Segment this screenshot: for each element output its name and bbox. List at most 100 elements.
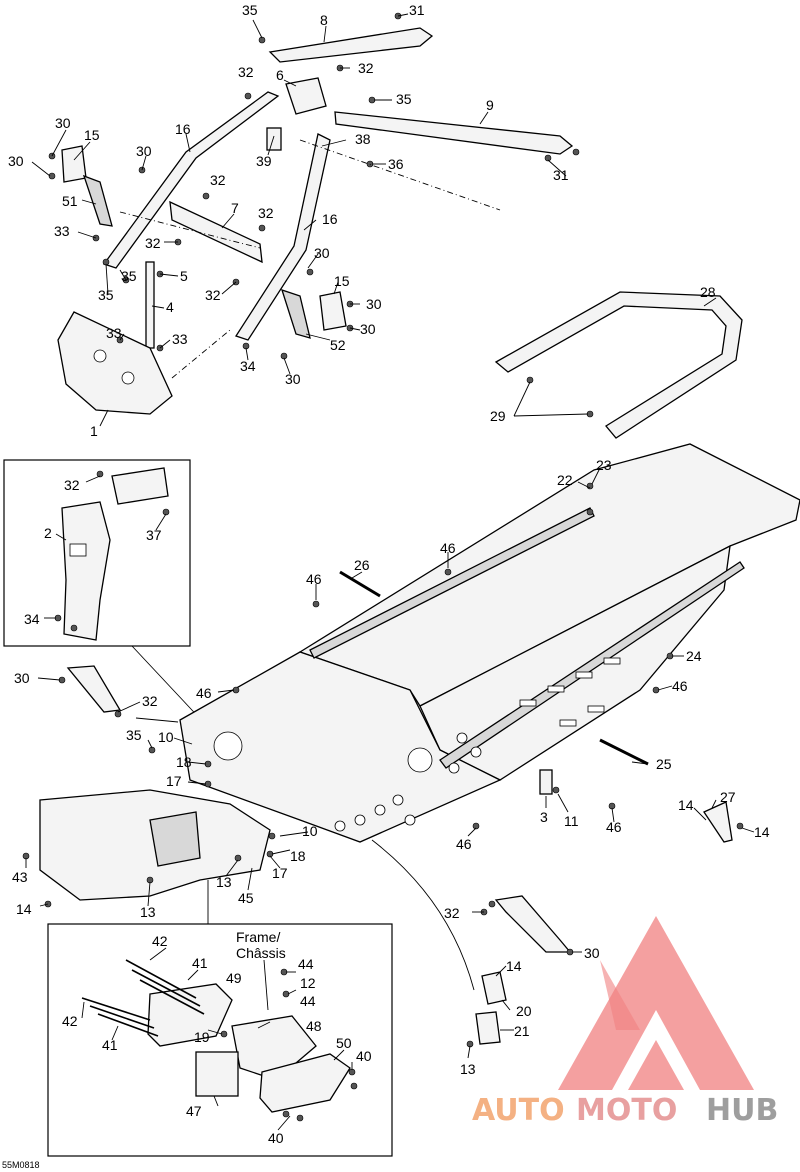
callout-41: 41	[102, 1037, 118, 1053]
callout-36: 36	[388, 156, 404, 172]
callout-24: 24	[686, 648, 702, 664]
part-28-bumper	[494, 291, 743, 439]
watermark-auto: AUTO	[472, 1093, 565, 1128]
part-32-plate	[111, 467, 169, 505]
callout-23: 23	[596, 457, 612, 473]
callout-47: 47	[186, 1103, 202, 1119]
callout-46: 46	[306, 571, 322, 587]
callout-46: 46	[606, 819, 622, 835]
callout-50: 50	[336, 1035, 352, 1051]
callout-32: 32	[210, 172, 226, 188]
callout-14: 14	[16, 901, 32, 917]
callout-39: 39	[256, 153, 272, 169]
part-16-right-tube	[234, 133, 331, 341]
callout-32: 32	[64, 477, 80, 493]
callout-27: 27	[720, 789, 736, 805]
part-47-plate	[195, 1051, 239, 1097]
callout-34: 34	[24, 611, 40, 627]
callout-3: 3	[540, 809, 548, 825]
callout-11: 11	[564, 813, 579, 829]
watermark-logo: AUTO MOTO HUB	[472, 916, 778, 1128]
part-25-strip	[599, 738, 649, 766]
callout-41: 41	[192, 955, 208, 971]
watermark-inner-mark	[600, 960, 640, 1030]
callout-46: 46	[196, 685, 212, 701]
callout-32: 32	[205, 287, 221, 303]
right-rail	[439, 561, 745, 769]
callout-30: 30	[314, 245, 330, 261]
part-15-right-plate	[319, 291, 347, 331]
callout-46: 46	[456, 836, 472, 852]
callout-46: 46	[440, 540, 456, 556]
callout-2: 2	[44, 525, 52, 541]
callout-35: 35	[126, 727, 142, 743]
left-rail	[309, 507, 595, 659]
callout-15: 15	[334, 273, 350, 289]
callout-14: 14	[678, 797, 694, 813]
leader-lines-top	[31, 13, 717, 427]
frame-label-line2: Châssis	[236, 945, 286, 961]
callout-45: 45	[238, 890, 254, 906]
part-3-bracket	[539, 769, 553, 795]
callout-6: 6	[276, 67, 284, 83]
callout-30: 30	[136, 143, 152, 159]
part-15-left-plate	[61, 145, 87, 183]
part-52-bracket	[280, 288, 311, 339]
part-27-bracket	[703, 801, 733, 843]
inset-box-front-mounts	[47, 923, 393, 1157]
part-26-strip	[339, 570, 381, 598]
callout-33: 33	[54, 223, 70, 239]
callout-49: 49	[226, 970, 242, 986]
callout-16: 16	[322, 211, 338, 227]
leader-lines-frame	[25, 467, 755, 1059]
callout-16: 16	[175, 121, 191, 137]
inset-box-side-panel	[3, 459, 221, 741]
callout-30: 30	[360, 321, 376, 337]
callout-42: 42	[152, 933, 168, 949]
callout-labels: 35 8 31 32 6 32 35 9 30 15 16 38 30 30 3…	[8, 2, 770, 1146]
callout-22: 22	[557, 472, 573, 488]
callout-18: 18	[290, 848, 306, 864]
callout-30: 30	[8, 153, 24, 169]
callout-10: 10	[302, 823, 318, 839]
part-45-block	[149, 811, 201, 867]
footrest-slots	[519, 657, 621, 727]
callout-21: 21	[514, 1023, 530, 1039]
callout-35: 35	[396, 91, 412, 107]
left-upper-bracket	[66, 665, 122, 713]
part-8-bar	[268, 27, 434, 63]
watermark-hub: HUB	[706, 1093, 778, 1128]
callout-30: 30	[285, 371, 301, 387]
callout-42: 42	[62, 1013, 78, 1029]
frame-label-line1: Frame/	[236, 929, 280, 945]
callout-34: 34	[240, 358, 256, 374]
part-7-cross-member	[169, 200, 263, 264]
part-16-left-tube	[102, 91, 280, 269]
callout-32: 32	[358, 60, 374, 76]
callout-26: 26	[354, 557, 370, 573]
callout-12: 12	[300, 975, 316, 991]
callout-19: 19	[194, 1029, 210, 1045]
callout-1: 1	[90, 423, 98, 439]
hole	[93, 349, 107, 363]
callout-35: 35	[242, 2, 258, 18]
tunnel-holes	[213, 731, 482, 832]
callout-40: 40	[268, 1130, 284, 1146]
callout-32: 32	[145, 235, 161, 251]
callout-17: 17	[166, 773, 182, 789]
upper-support-assembly	[31, 12, 743, 439]
callout-52: 52	[330, 337, 346, 353]
callout-46: 46	[672, 678, 688, 694]
callout-28: 28	[700, 284, 716, 300]
rear-side-bracket	[494, 895, 572, 953]
callout-20: 20	[516, 1003, 532, 1019]
callout-40: 40	[356, 1048, 372, 1064]
part-2-side-panel	[61, 501, 111, 641]
callout-13: 13	[140, 904, 156, 920]
callout-37: 37	[146, 527, 162, 543]
callout-14: 14	[506, 958, 522, 974]
callout-5: 5	[180, 268, 188, 284]
part-49-bracket	[147, 983, 233, 1047]
callout-13: 13	[216, 874, 232, 890]
